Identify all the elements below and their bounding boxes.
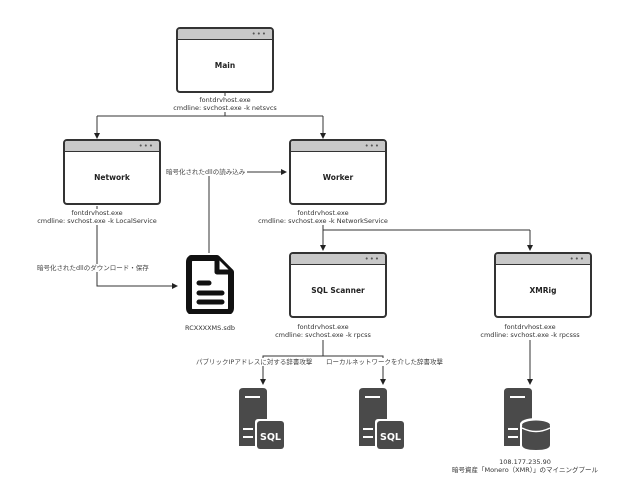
process-window-sql-scanner: ••• SQL Scanner [289,252,387,318]
edge-sqlscanner-split [260,340,324,385]
process-exe: fontdrvhost.exe [173,96,277,104]
window-dots-icon: ••• [569,255,585,263]
edge-sqlscanner-local [323,355,386,385]
window-dots-icon: ••• [251,30,267,38]
window-dots-icon: ••• [138,142,154,150]
process-caption-network: fontdrvhost.exe cmdline: svchost.exe -k … [37,209,157,225]
process-title: Network [94,172,130,182]
process-exe: fontdrvhost.exe [275,323,371,331]
process-cmdline: cmdline: svchost.exe -k LocalService [37,217,157,225]
process-window-xmrig: ••• XMRig [494,252,592,318]
process-caption-xmrig: fontdrvhost.exe cmdline: svchost.exe -k … [480,323,580,339]
window-titlebar: ••• [291,141,385,152]
process-exe: fontdrvhost.exe [37,209,157,217]
process-title: Worker [322,172,354,182]
sql-badge: SQL [260,432,281,443]
process-window-main: ••• Main [176,27,274,93]
process-cmdline: cmdline: svchost.exe -k NetworkService [258,217,388,225]
document-icon [186,255,234,314]
process-cmdline: cmdline: svchost.exe -k rpcss [275,331,371,339]
mining-pool-caption: 108.177.235.90 暗号資産「Monero（XMR）」のマイニングプー… [451,458,599,474]
window-titlebar: ••• [65,141,159,152]
sql-server-icon: SQL [239,388,285,450]
process-caption-main: fontdrvhost.exe cmdline: svchost.exe -k … [173,96,277,112]
file-name: RCXXXXMS.sdb [185,324,235,332]
window-dots-icon: ••• [364,255,380,263]
process-title: XMRig [529,285,557,295]
edge-network-file [96,206,178,289]
mining-pool-ip: 108.177.235.90 [451,458,599,466]
process-cmdline: cmdline: svchost.exe -k netsvcs [173,104,277,112]
edge-label-download-dll: 暗号化されたdllのダウンロード・保存 [37,264,149,272]
window-titlebar: ••• [496,254,590,265]
window-titlebar: ••• [291,254,385,265]
window-titlebar: ••• [178,29,272,40]
process-cmdline: cmdline: svchost.exe -k rpcsss [480,331,580,339]
process-caption-worker: fontdrvhost.exe cmdline: svchost.exe -k … [258,209,388,225]
process-exe: fontdrvhost.exe [480,323,580,331]
process-exe: fontdrvhost.exe [258,209,388,217]
edge-label-local-network-attack: ローカルネットワークを介した辞書攻撃 [326,358,443,366]
sql-server-icon: SQL [359,388,405,450]
edge-label-public-ip-attack: パブリックIPアドレスに対する辞書攻撃 [196,358,313,366]
window-dots-icon: ••• [364,142,380,150]
mining-pool-description: 暗号資産「Monero（XMR）」のマイニングプール [451,466,599,474]
edge-label-load-dll: 暗号化されたdllの読み込み [166,168,246,176]
process-window-worker: ••• Worker [289,139,387,205]
process-title: SQL Scanner [311,285,365,295]
process-caption-sql-scanner: fontdrvhost.exe cmdline: svchost.exe -k … [275,323,371,339]
database-server-icon [504,388,552,452]
process-title: Main [214,60,236,70]
process-window-network: ••• Network [63,139,161,205]
sql-badge: SQL [380,432,401,443]
